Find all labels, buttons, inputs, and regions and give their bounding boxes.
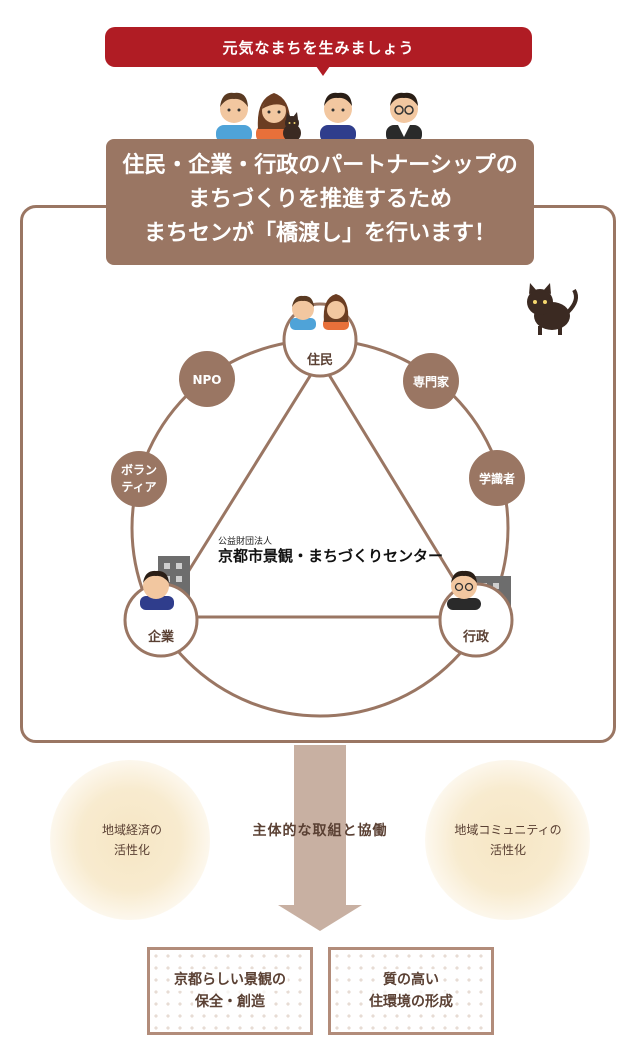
npo-label: NPO [192, 373, 221, 387]
people-illustration [216, 92, 422, 143]
local-economy-text: 地域経済の 活性化 [52, 820, 212, 860]
residents-node [282, 294, 358, 378]
residents-people-icon [290, 294, 349, 330]
result-landscape-line-1: 京都らしい景観の [172, 969, 288, 991]
cat-icon [527, 283, 578, 335]
cat-small-icon [283, 112, 301, 142]
headline-line-1: 住民・企業・行政のパートナーシップの [122, 153, 518, 178]
volunteer-label-2: ティア [121, 480, 156, 494]
local-community-text: 地域コミュニティの 活性化 [428, 820, 588, 860]
scholars-node [469, 450, 525, 506]
result-living-box: 質の高い 住環境の形成 [328, 947, 494, 1035]
company-person-icon [140, 570, 174, 610]
result-landscape-line-2: 保全・創造 [193, 991, 267, 1013]
glow-right [425, 760, 590, 920]
experts-label: 専門家 [413, 374, 450, 389]
person-woman-orange-icon [256, 93, 292, 143]
experts-node [403, 353, 459, 409]
government-node [438, 570, 514, 658]
banner-text: 元気なまちを生みましょう [222, 38, 415, 57]
local-economy-line-1: 地域経済の [101, 823, 162, 837]
headline-box: 住民・企業・行政のパートナーシップの まちづくりを推進するため まちセンが「橋渡… [106, 139, 534, 265]
scholars-label: 学識者 [479, 471, 515, 486]
result-living-line-2: 住環境の形成 [367, 991, 455, 1013]
local-community-line-2: 活性化 [489, 843, 526, 857]
center-subtitle: 公益財団法人 [218, 537, 273, 547]
glow-left [50, 760, 210, 920]
partnership-diagram: 住民 企業 行政 NPO ボラン ティア 専門家 学識者 [111, 283, 578, 718]
volunteer-node [111, 451, 167, 507]
person-man-glasses-icon [386, 92, 422, 143]
person-man-blue-icon [216, 92, 252, 143]
local-economy-line-2: 活性化 [113, 843, 150, 857]
government-person-icon [447, 570, 481, 610]
center-title: 京都市景観・まちづくりセンター [218, 547, 444, 565]
top-banner: 元気なまちを生みましょう [105, 27, 532, 67]
volunteer-label-1: ボラン [121, 462, 157, 477]
person-man-navy-icon [320, 92, 356, 143]
companies-node [123, 556, 199, 658]
result-living-line-1: 質の高い [381, 969, 441, 991]
npo-node [179, 351, 235, 407]
headline-line-2: まちづくりを推進するため [187, 187, 452, 212]
residents-label: 住民 [307, 352, 333, 368]
down-arrow-head [278, 905, 362, 931]
result-landscape-box: 京都らしい景観の 保全・創造 [147, 947, 313, 1035]
partnership-triangle [157, 357, 480, 619]
down-arrow-shaft [294, 745, 346, 915]
banner-tail [316, 66, 330, 76]
government-label: 行政 [462, 629, 490, 645]
headline-line-3: まちセンが「橋渡し」を行います！ [143, 221, 496, 246]
companies-label: 企業 [147, 629, 175, 645]
local-community-line-1: 地域コミュニティの [454, 823, 562, 837]
arrow-label: 主体的な取組と協働 [252, 823, 388, 839]
